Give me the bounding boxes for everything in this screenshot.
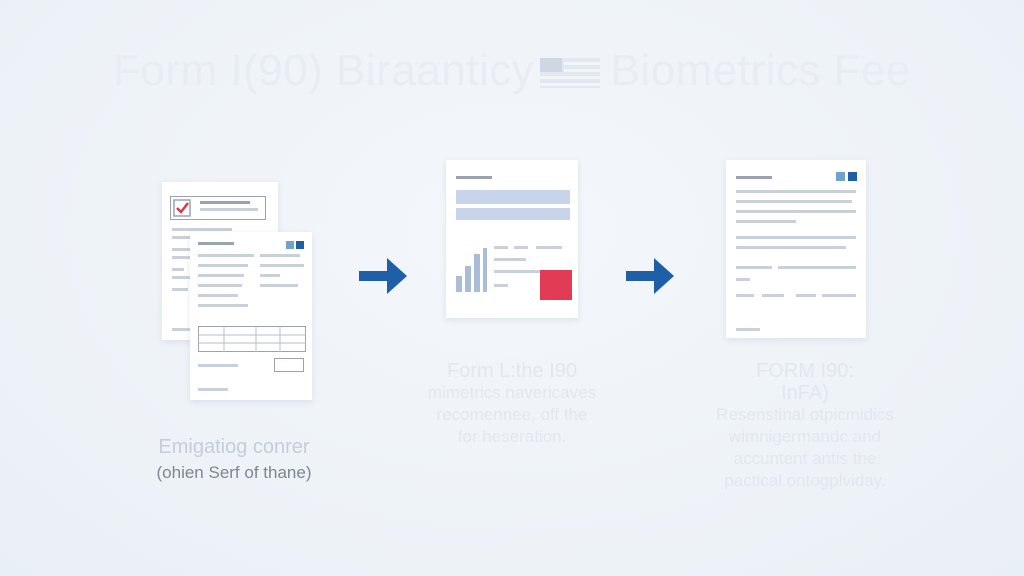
flag-icon bbox=[540, 58, 600, 88]
step-2-heading: Form L:the I90 bbox=[446, 360, 578, 382]
step-3-line-3: accuntent antis the bbox=[733, 449, 877, 468]
arrow-right-icon bbox=[626, 258, 674, 294]
checklist-header-box bbox=[170, 196, 266, 220]
doc-badge bbox=[836, 172, 845, 181]
highlight-bar bbox=[456, 190, 570, 204]
step-3-line-4: pactical ontogplviday. bbox=[724, 471, 886, 490]
step-2-line-3: for heseration. bbox=[457, 427, 567, 446]
checkbox-icon bbox=[173, 199, 191, 217]
title-text: Form I(90) Biraanticy Biometrics Fee bbox=[112, 46, 912, 95]
step-2-line-1: mimetrics navericaves bbox=[427, 383, 597, 402]
document-text bbox=[726, 160, 866, 338]
document-front bbox=[190, 232, 312, 400]
step-1-subtext: (ohien Serf of thane) bbox=[156, 463, 312, 482]
step-3-caption: FORM I90: InFA) Resenstinal otpicmidics … bbox=[692, 360, 918, 492]
step-3-heading: FORM I90: bbox=[756, 360, 854, 382]
step-3-subheading: InFA) bbox=[781, 382, 829, 404]
page-title: Form I(90) Biraanticy Biometrics Fee bbox=[0, 46, 1024, 96]
form-table bbox=[198, 326, 306, 352]
arrow-right-icon bbox=[359, 258, 407, 294]
accent-square bbox=[540, 270, 572, 300]
step-3-line-1: Resenstinal otpicmidics bbox=[716, 405, 894, 424]
step-1-heading: Emigatiog conrer bbox=[158, 436, 310, 458]
step-3-line-2: wimnigermandc and bbox=[728, 427, 882, 446]
step-1-caption: Emigatiog conrer (ohien Serf of thane) bbox=[112, 436, 356, 484]
doc-badge bbox=[286, 241, 294, 249]
step-2-line-2: recomennee, off the bbox=[436, 405, 588, 424]
bar-chart-icon bbox=[456, 248, 487, 292]
step-2-caption: Form L:the I90 mimetrics navericaves rec… bbox=[398, 360, 626, 448]
document-chart bbox=[446, 160, 578, 318]
